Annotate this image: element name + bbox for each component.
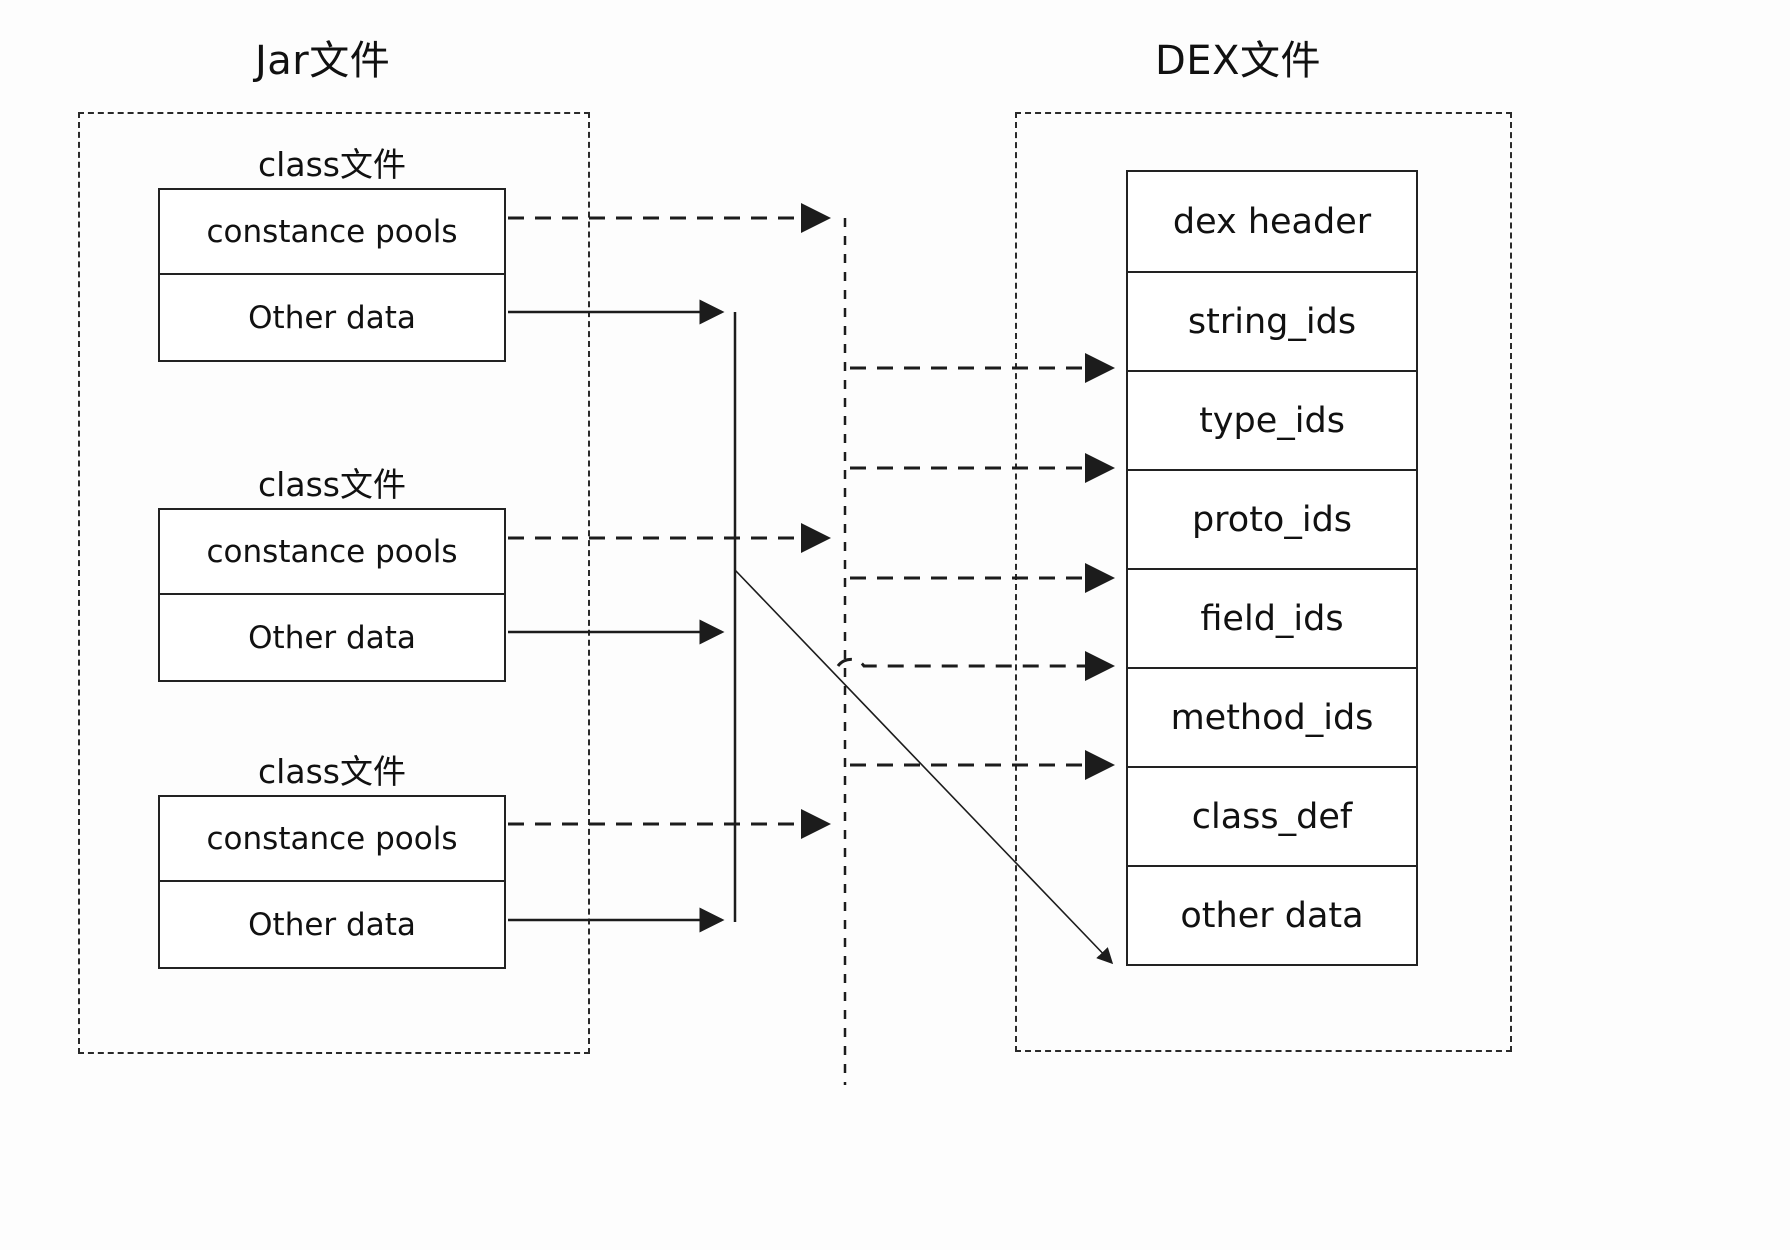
dex-section-dex-header: dex header: [1172, 201, 1372, 242]
class-file-3-constant-pools: constance pools: [160, 797, 504, 882]
dex-section-method-ids: method_ids: [1128, 667, 1416, 766]
class-file-2-constant-pools: constance pools: [160, 510, 504, 595]
class-file-3-other-data: Other data: [248, 906, 416, 943]
class-file-1-constant-pools: constance pools: [160, 190, 504, 275]
dex-section-field-ids: field_ids: [1128, 568, 1416, 667]
dex-section-string-ids: string_ids: [1128, 271, 1416, 370]
class-file-2-label: class文件: [258, 465, 406, 504]
dex-section-class-def: class_def: [1128, 766, 1416, 865]
dex-panel-title: DEX文件: [1155, 38, 1321, 84]
dex-sections-box: dex header string_ids type_ids proto_ids…: [1126, 170, 1418, 966]
class-file-3-box: constance pools Other data: [158, 795, 506, 969]
jar-panel-title: Jar文件: [255, 38, 391, 84]
dex-section-proto-ids: proto_ids: [1128, 469, 1416, 568]
dex-section-type-ids: type_ids: [1128, 370, 1416, 469]
class-file-3-label: class文件: [258, 752, 406, 791]
dex-section-other-data: other data: [1128, 865, 1416, 964]
class-file-2-box: constance pools Other data: [158, 508, 506, 682]
class-file-1-other-data: Other data: [248, 299, 416, 336]
class-file-1-box: constance pools Other data: [158, 188, 506, 362]
class-file-2-other-data: Other data: [248, 619, 416, 656]
class-file-1-label: class文件: [258, 145, 406, 184]
jar-file-container: [78, 112, 590, 1054]
